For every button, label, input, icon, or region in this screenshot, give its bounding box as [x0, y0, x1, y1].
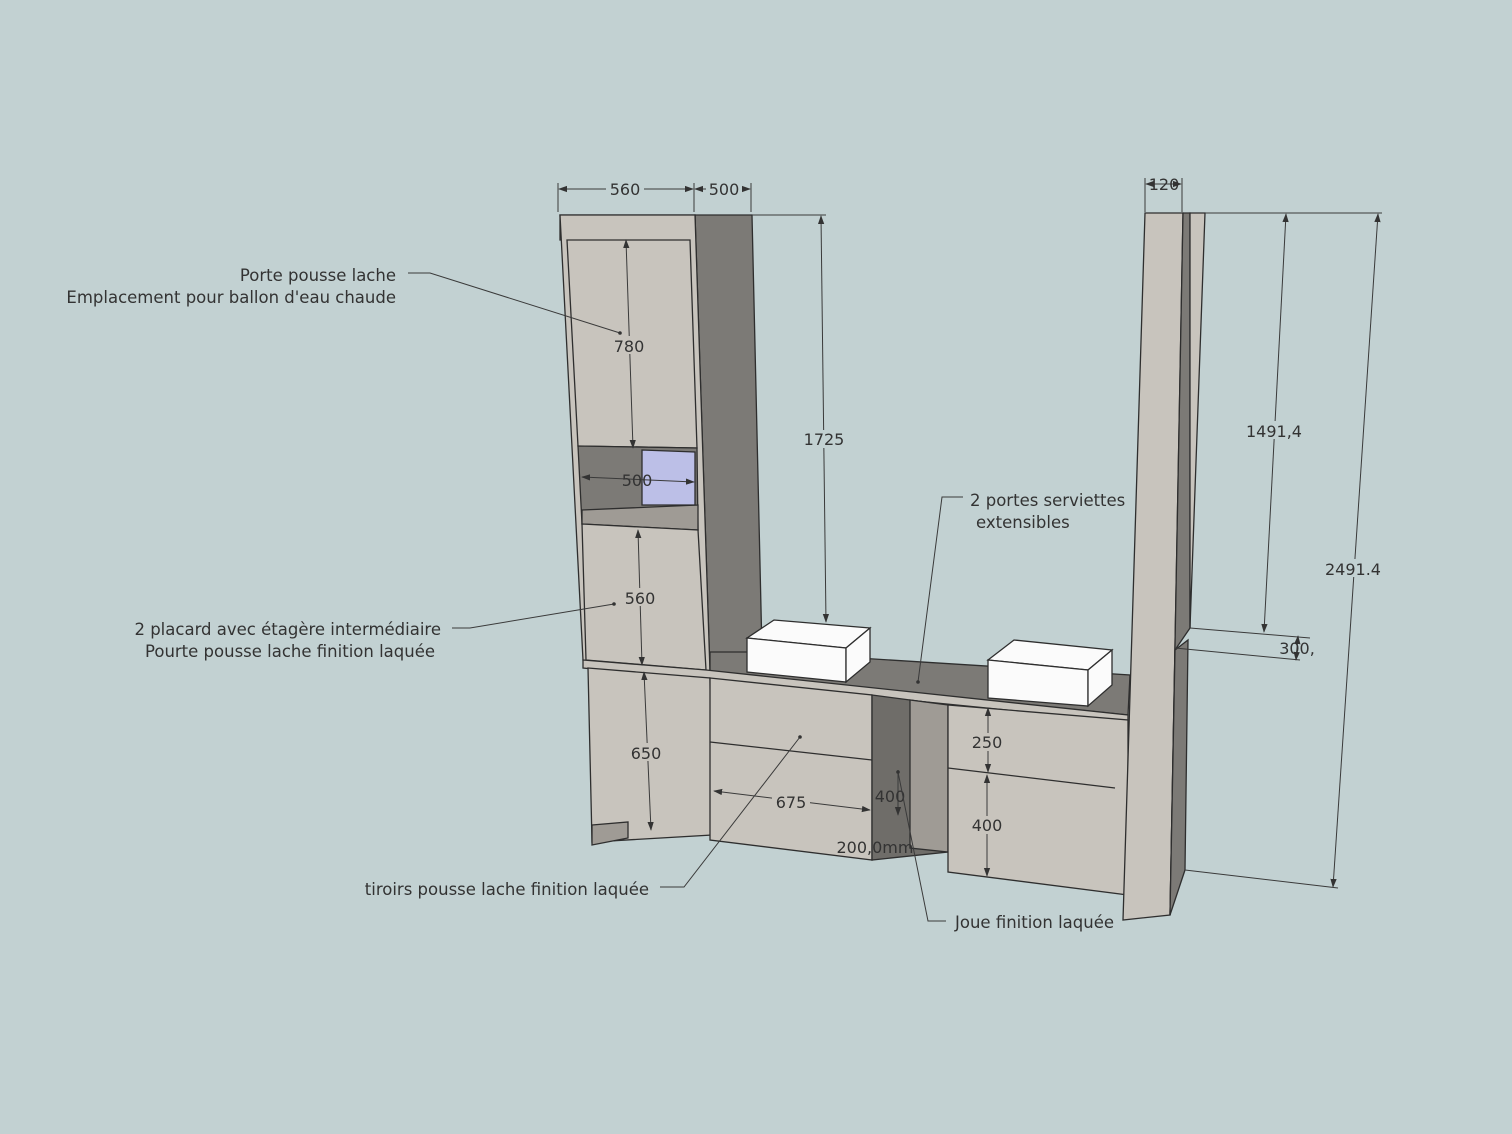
right-panel-edge: [1189, 212, 1206, 629]
dim-top-depth: 500: [709, 180, 740, 199]
furniture-model: [559, 212, 1206, 921]
dim-drawer-bottom-height: 400: [972, 816, 1003, 835]
drawer-block-middle: [709, 677, 873, 861]
dim-gap-width: 200,0mm: [837, 838, 914, 857]
vanity-front-edge: [582, 659, 1129, 723]
dim-niche-width: 500: [622, 471, 653, 490]
dim-drawer-width: 675: [776, 793, 807, 812]
dim-right-total-height: 2491.4: [1325, 560, 1381, 579]
dimension-annotations: 560 500 120 780 500 1725 560 650 675: [557, 175, 1384, 889]
note-towel-line1: 2 portes serviettes: [970, 491, 1125, 510]
note-side-panel: Joue finition laquée: [954, 913, 1114, 932]
gap-back-panel: [909, 699, 949, 853]
dim-right-inner-height: 1491,4: [1246, 422, 1302, 441]
dim-top-width-left: 560: [610, 180, 641, 199]
dim-lower-door-height: 560: [625, 589, 656, 608]
basin-right: [986, 639, 1114, 708]
dim-base-height: 650: [631, 744, 662, 763]
dim-drawer-top-height: 250: [972, 733, 1003, 752]
dim-top-right-thickness: 120: [1149, 175, 1180, 194]
dim-right-depth: 300,: [1279, 639, 1315, 658]
text-annotations: Porte pousse lache Emplacement pour ball…: [66, 266, 1125, 932]
note-towel-line2: extensibles: [976, 513, 1070, 532]
note-hot-water-line1: Porte pousse lache: [240, 266, 396, 285]
note-hot-water-line2: Emplacement pour ballon d'eau chaude: [66, 288, 396, 307]
note-drawers: tiroirs pousse lache finition laquée: [365, 880, 649, 899]
base-left-plinth: [591, 821, 629, 846]
dim-total-height-mid: 1725: [804, 430, 845, 449]
dim-upper-door-height: 780: [614, 337, 645, 356]
dim-drawer-height-a: 400: [875, 787, 906, 806]
note-cupboard-line1: 2 placard avec étagère intermédiaire: [134, 620, 441, 639]
basin-left: [745, 619, 872, 684]
note-cupboard-line2: Pourte pousse lache finition laquée: [145, 642, 435, 661]
